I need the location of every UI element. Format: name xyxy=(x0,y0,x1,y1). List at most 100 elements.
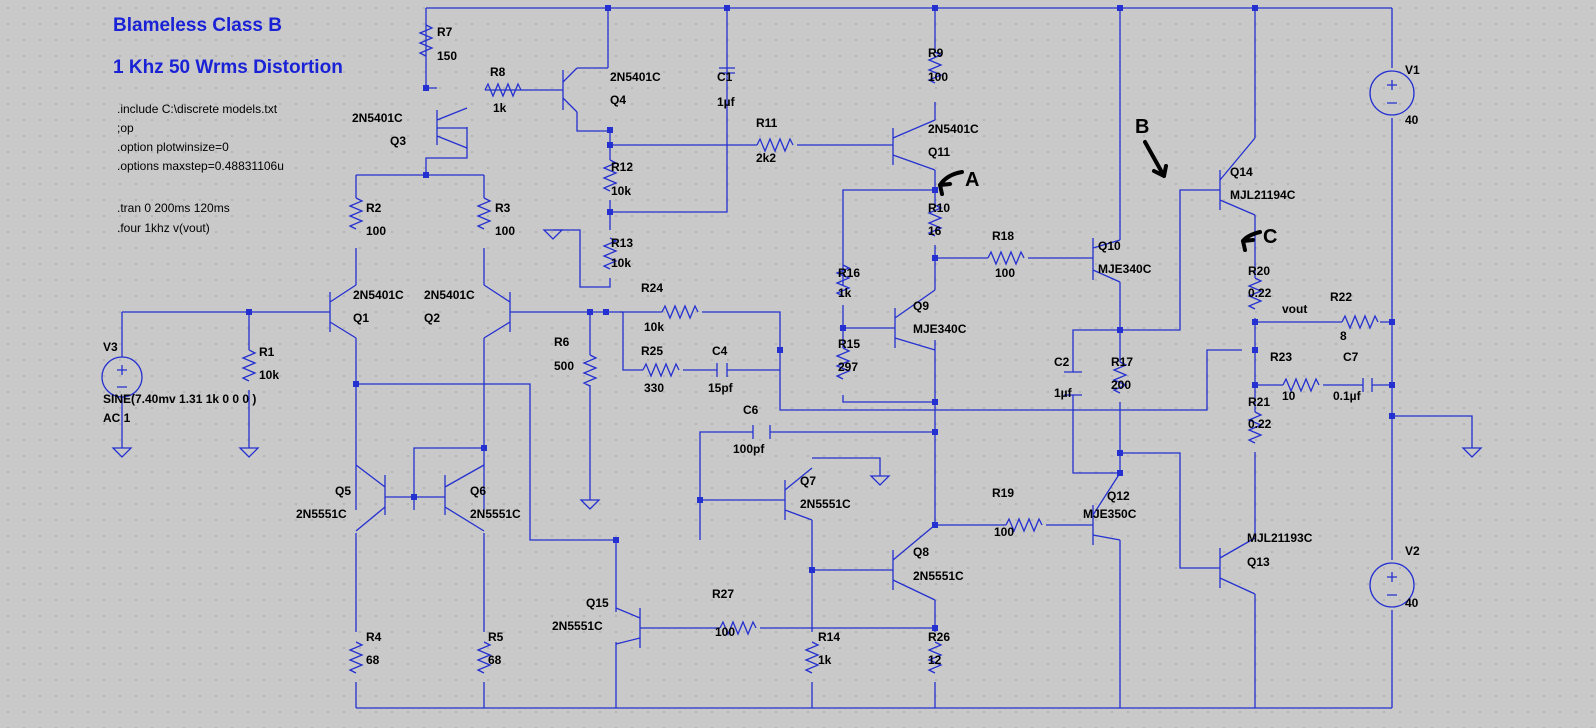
annotations: A B C xyxy=(938,116,1277,252)
r16-name: R16 xyxy=(838,266,860,280)
r24-name: R24 xyxy=(641,281,663,295)
r9-name: R9 xyxy=(928,46,944,60)
c1-name: C1 xyxy=(717,70,733,84)
v3-value: SINE(7.40mv 1.31 1k 0 0 0 ) xyxy=(103,392,256,406)
r25-value: 330 xyxy=(644,381,664,395)
transistor-q1 xyxy=(329,284,357,339)
title-line-1: Blameless Class B xyxy=(113,15,282,36)
resistor-r1 xyxy=(241,349,257,382)
resistor-r9 xyxy=(927,51,943,84)
ground-symbols xyxy=(111,229,1483,510)
q9-model: MJE340C xyxy=(913,322,967,336)
r10-name: R10 xyxy=(928,201,950,215)
v3-ac: AC 1 xyxy=(103,411,131,425)
resistor-r26 xyxy=(927,641,943,674)
r27-name: R27 xyxy=(712,587,734,601)
q8-model: 2N5551C xyxy=(913,569,964,583)
r22-value: 8 xyxy=(1340,329,1347,343)
resistors xyxy=(241,24,1379,674)
q10-model: MJE340C xyxy=(1098,262,1152,276)
r19-value: 100 xyxy=(994,525,1014,539)
c2-value: 1µf xyxy=(1054,386,1073,400)
v1-name: V1 xyxy=(1405,63,1420,77)
resistor-r19 xyxy=(1005,517,1043,533)
q14-name: Q14 xyxy=(1230,165,1253,179)
r3-value: 100 xyxy=(495,224,515,238)
resistor-r6 xyxy=(582,354,598,387)
c4-value: 15pf xyxy=(708,381,734,395)
spice-directive-op: ;op xyxy=(117,121,134,135)
r14-value: 1k xyxy=(818,653,832,667)
r16-value: 1k xyxy=(838,286,852,300)
r15-name: R15 xyxy=(838,337,860,351)
resistor-r21 xyxy=(1247,411,1263,444)
spice-directive-include: .include C:\discrete models.txt xyxy=(117,102,278,116)
resistor-r4 xyxy=(348,641,364,674)
transistor-q4 xyxy=(562,67,578,113)
ground-symbol xyxy=(542,229,564,240)
q10-name: Q10 xyxy=(1098,239,1121,253)
r4-value: 68 xyxy=(366,653,380,667)
q5-model: 2N5551C xyxy=(296,507,347,521)
title-line-2: 1 Khz 50 Wrms Distortion xyxy=(113,57,343,78)
v3-name: V3 xyxy=(103,340,118,354)
ground-symbol xyxy=(579,499,601,510)
q7-name: Q7 xyxy=(800,474,816,488)
r9-value: 100 xyxy=(928,70,948,84)
ground-symbol xyxy=(238,447,260,458)
q2-model: 2N5401C xyxy=(424,288,475,302)
transistor-q10 xyxy=(1092,238,1121,283)
q12-name: Q12 xyxy=(1107,489,1130,503)
q14-model: MJL21194C xyxy=(1230,188,1296,202)
r17-name: R17 xyxy=(1111,355,1133,369)
r21-name: R21 xyxy=(1248,395,1270,409)
r20-value: 0.22 xyxy=(1248,286,1272,300)
r6-value: 500 xyxy=(554,359,574,373)
capacitor-c1 xyxy=(719,67,735,74)
q12-model: MJE350C xyxy=(1083,507,1137,521)
annotation-label-a: A xyxy=(965,169,979,191)
r15-value: 297 xyxy=(838,360,858,374)
annotation-label-b: B xyxy=(1135,116,1149,138)
q3-model: 2N5401C xyxy=(352,111,403,125)
r19-name: R19 xyxy=(992,486,1014,500)
resistor-r5 xyxy=(476,641,492,674)
spice-directive-tran: .tran 0 200ms 120ms xyxy=(117,201,230,215)
r11-name: R11 xyxy=(756,116,778,130)
r7-value: 150 xyxy=(437,49,457,63)
transistor-q7 xyxy=(784,467,813,521)
q11-name: Q11 xyxy=(928,145,950,159)
annotation-arrow-b xyxy=(1143,140,1168,178)
transistor-q12 xyxy=(1092,472,1121,545)
r2-name: R2 xyxy=(366,201,382,215)
annotation-label-c: C xyxy=(1263,226,1277,248)
r7-name: R7 xyxy=(437,25,453,39)
r27-value: 100 xyxy=(715,625,735,639)
v1-value: 40 xyxy=(1405,113,1419,127)
r26-name: R26 xyxy=(928,630,950,644)
component-labels: R7 150 R8 1k 2N5401C Q4 C1 1µf R9 100 R1… xyxy=(103,25,1420,667)
resistor-r23 xyxy=(1282,377,1320,393)
resistor-r8 xyxy=(484,82,522,98)
r20-name: R20 xyxy=(1248,264,1270,278)
resistor-r3 xyxy=(476,197,492,230)
resistor-r16 xyxy=(835,264,851,297)
junctions xyxy=(246,5,1395,631)
r10-value: 16 xyxy=(928,224,942,238)
annotation-arrow-a xyxy=(938,170,964,196)
resistor-r11 xyxy=(756,137,794,153)
wires xyxy=(121,7,1473,709)
resistor-r27 xyxy=(719,620,757,636)
c2-name: C2 xyxy=(1054,355,1070,369)
q5-name: Q5 xyxy=(335,484,351,498)
capacitor-c4 xyxy=(716,363,728,377)
r25-name: R25 xyxy=(641,344,663,358)
c6-value: 100pf xyxy=(733,442,765,456)
ground-symbol xyxy=(869,475,891,486)
spice-directive-plotwinsize: .option plotwinsize=0 xyxy=(117,140,229,154)
spice-directive-maxstep: .options maxstep=0.48831106u xyxy=(117,159,284,173)
r17-value: 200 xyxy=(1111,378,1131,392)
transistor-q8 xyxy=(892,524,936,601)
r13-name: R13 xyxy=(611,236,633,250)
